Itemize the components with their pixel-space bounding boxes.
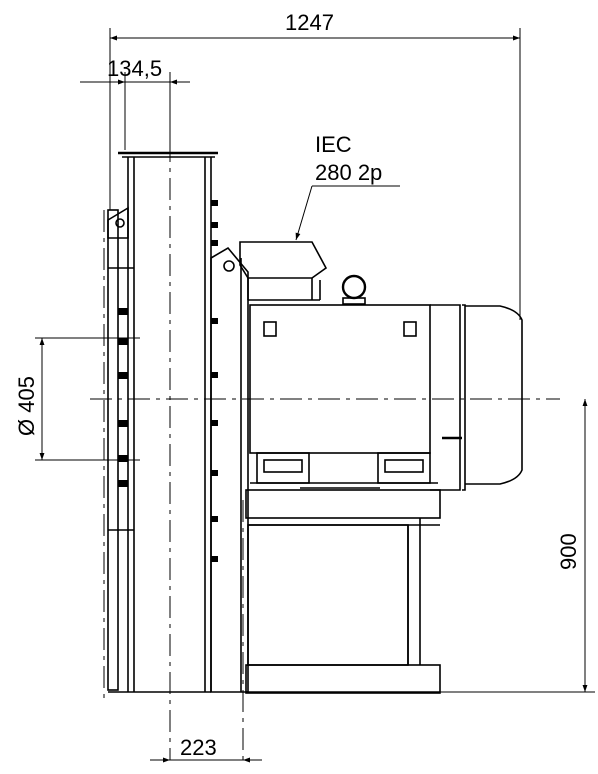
base-frame (245, 489, 441, 694)
overall-length-label: 1247 (285, 10, 334, 35)
shaft-height-label: 900 (556, 533, 581, 570)
dimension-flange-offset: 134,5 (80, 56, 190, 150)
center-lines (90, 140, 560, 765)
motor-label-line2: 280 2p (315, 160, 382, 185)
dimension-overall-length: 1247 (109, 10, 521, 320)
motor-callout: IEC 280 2p (295, 132, 400, 241)
dimension-base-offset: 223 (150, 735, 262, 763)
dimension-shaft-height: 900 (440, 399, 595, 693)
terminal-box (239, 241, 328, 301)
dimension-outlet-diameter: Ø 405 (14, 337, 140, 461)
motor-label-line1: IEC (315, 132, 352, 157)
electric-motor (249, 304, 523, 491)
lifting-eye (341, 274, 367, 305)
motor-support-plate (210, 246, 249, 693)
flange-offset-label: 134,5 (107, 56, 162, 81)
outlet-diameter-label: Ø 405 (14, 376, 39, 436)
base-offset-label: 223 (180, 735, 217, 760)
flange-bolts-left (118, 308, 128, 487)
housing-bolts-right (211, 200, 218, 562)
fan-housing (107, 151, 218, 693)
